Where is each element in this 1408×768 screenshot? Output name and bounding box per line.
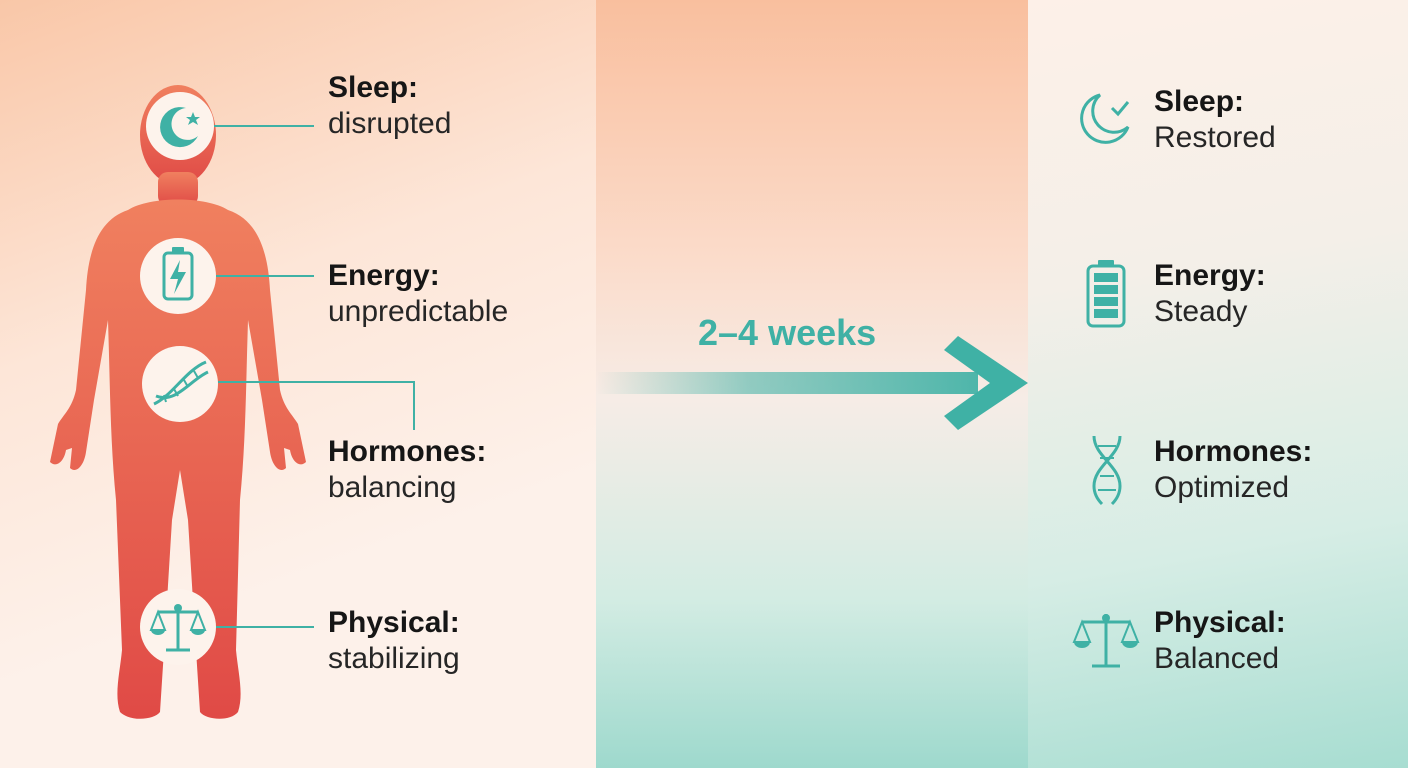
battery-full-icon xyxy=(1086,260,1126,328)
moon-star-icon xyxy=(146,92,214,160)
metric-title: Hormones: xyxy=(328,435,487,468)
before-energy-label: Energy: unpredictable xyxy=(328,258,508,330)
after-physical-label: Physical: Balanced xyxy=(1154,605,1286,677)
metric-title: Sleep: xyxy=(1154,85,1245,118)
metric-value: unpredictable xyxy=(328,295,509,328)
before-sleep-label: Sleep: disrupted xyxy=(328,70,451,142)
metric-value: disrupted xyxy=(328,107,452,140)
metric-title: Energy: xyxy=(328,259,440,292)
metric-title: Energy: xyxy=(1154,259,1266,292)
battery-bolt-icon xyxy=(140,238,216,314)
after-hormones-label: Hormones: Optimized xyxy=(1154,434,1312,506)
metric-value: balancing xyxy=(328,471,457,504)
before-hormones-label: Hormones: balancing xyxy=(328,434,486,506)
scale-icon xyxy=(1072,614,1140,668)
metric-title: Hormones: xyxy=(1154,435,1313,468)
metric-value: Restored xyxy=(1154,121,1276,154)
timeframe-label: 2–4 weeks xyxy=(698,312,877,353)
after-panel xyxy=(1028,0,1408,768)
metric-title: Physical: xyxy=(1154,606,1286,639)
connector-lines xyxy=(214,125,415,628)
dna-icon xyxy=(1092,435,1122,506)
after-sleep-label: Sleep: Restored xyxy=(1154,84,1276,156)
moon-check-icon xyxy=(1080,93,1130,144)
metric-title: Physical: xyxy=(328,606,460,639)
dna-icon xyxy=(142,346,218,422)
metric-value: Steady xyxy=(1154,295,1248,328)
transition-arrow xyxy=(598,336,1028,430)
metric-value: Optimized xyxy=(1154,471,1290,504)
before-physical-label: Physical: stabilizing xyxy=(328,605,460,677)
metric-value: stabilizing xyxy=(328,642,460,675)
scale-icon xyxy=(140,589,216,665)
metric-value: Balanced xyxy=(1154,642,1280,675)
before-panel xyxy=(0,0,596,768)
after-energy-label: Energy: Steady xyxy=(1154,258,1266,330)
metric-title: Sleep: xyxy=(328,71,419,104)
